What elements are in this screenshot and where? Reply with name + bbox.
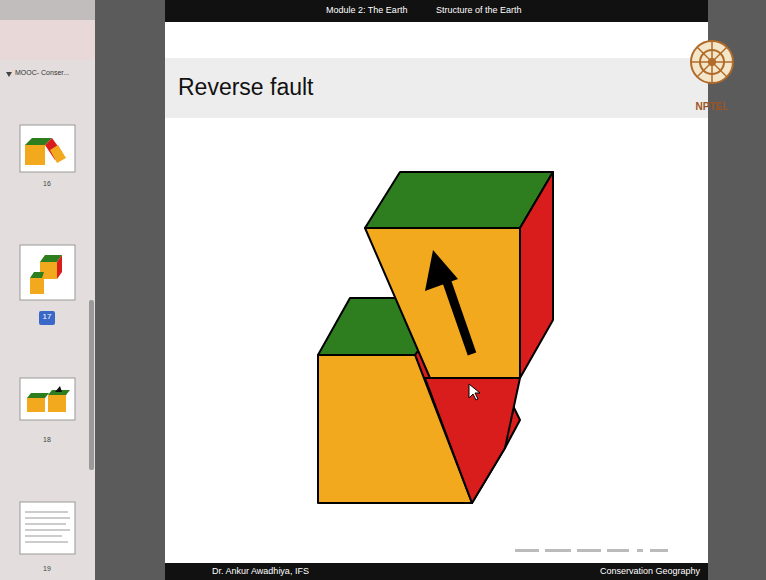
logo-text: NPTEL: [696, 101, 729, 112]
title-band: [165, 58, 708, 118]
thumbnail: [20, 378, 75, 420]
thumbnail: [20, 245, 75, 300]
page-number: 17: [43, 312, 52, 321]
sidebar-tint: [0, 20, 95, 60]
section-header: Structure of the Earth: [436, 5, 522, 15]
page-number: 16: [43, 180, 51, 187]
sidebar-header: [0, 0, 95, 20]
footer-bar: [165, 563, 708, 580]
nptel-logo: [691, 41, 733, 83]
collapse-triangle: [6, 72, 12, 77]
sidebar-heading: MOOC- Conser...: [15, 69, 69, 76]
fault-blocks: [318, 172, 553, 503]
fault-plane: [425, 378, 520, 503]
slide-title: Reverse fault: [178, 74, 314, 101]
sidebar: [0, 0, 95, 580]
page-number: 19: [43, 565, 51, 572]
scrollbar: [89, 300, 94, 470]
hangingwall-front: [365, 228, 520, 378]
footer-course: Conservation Geography: [600, 566, 700, 576]
slide: [165, 0, 708, 580]
nav-icons: [515, 549, 668, 552]
mouse-cursor: [469, 384, 480, 400]
thumbnail: [20, 502, 75, 554]
footer-author: Dr. Ankur Awadhiya, IFS: [212, 566, 309, 576]
page-number: 18: [43, 436, 51, 443]
motion-arrow: [425, 250, 472, 354]
header-bar: [165, 0, 708, 22]
current-page-marker: [39, 311, 55, 325]
module-header: Module 2: The Earth: [326, 5, 407, 15]
thumbnail: [20, 125, 75, 172]
hangingwall-side: [520, 172, 553, 378]
